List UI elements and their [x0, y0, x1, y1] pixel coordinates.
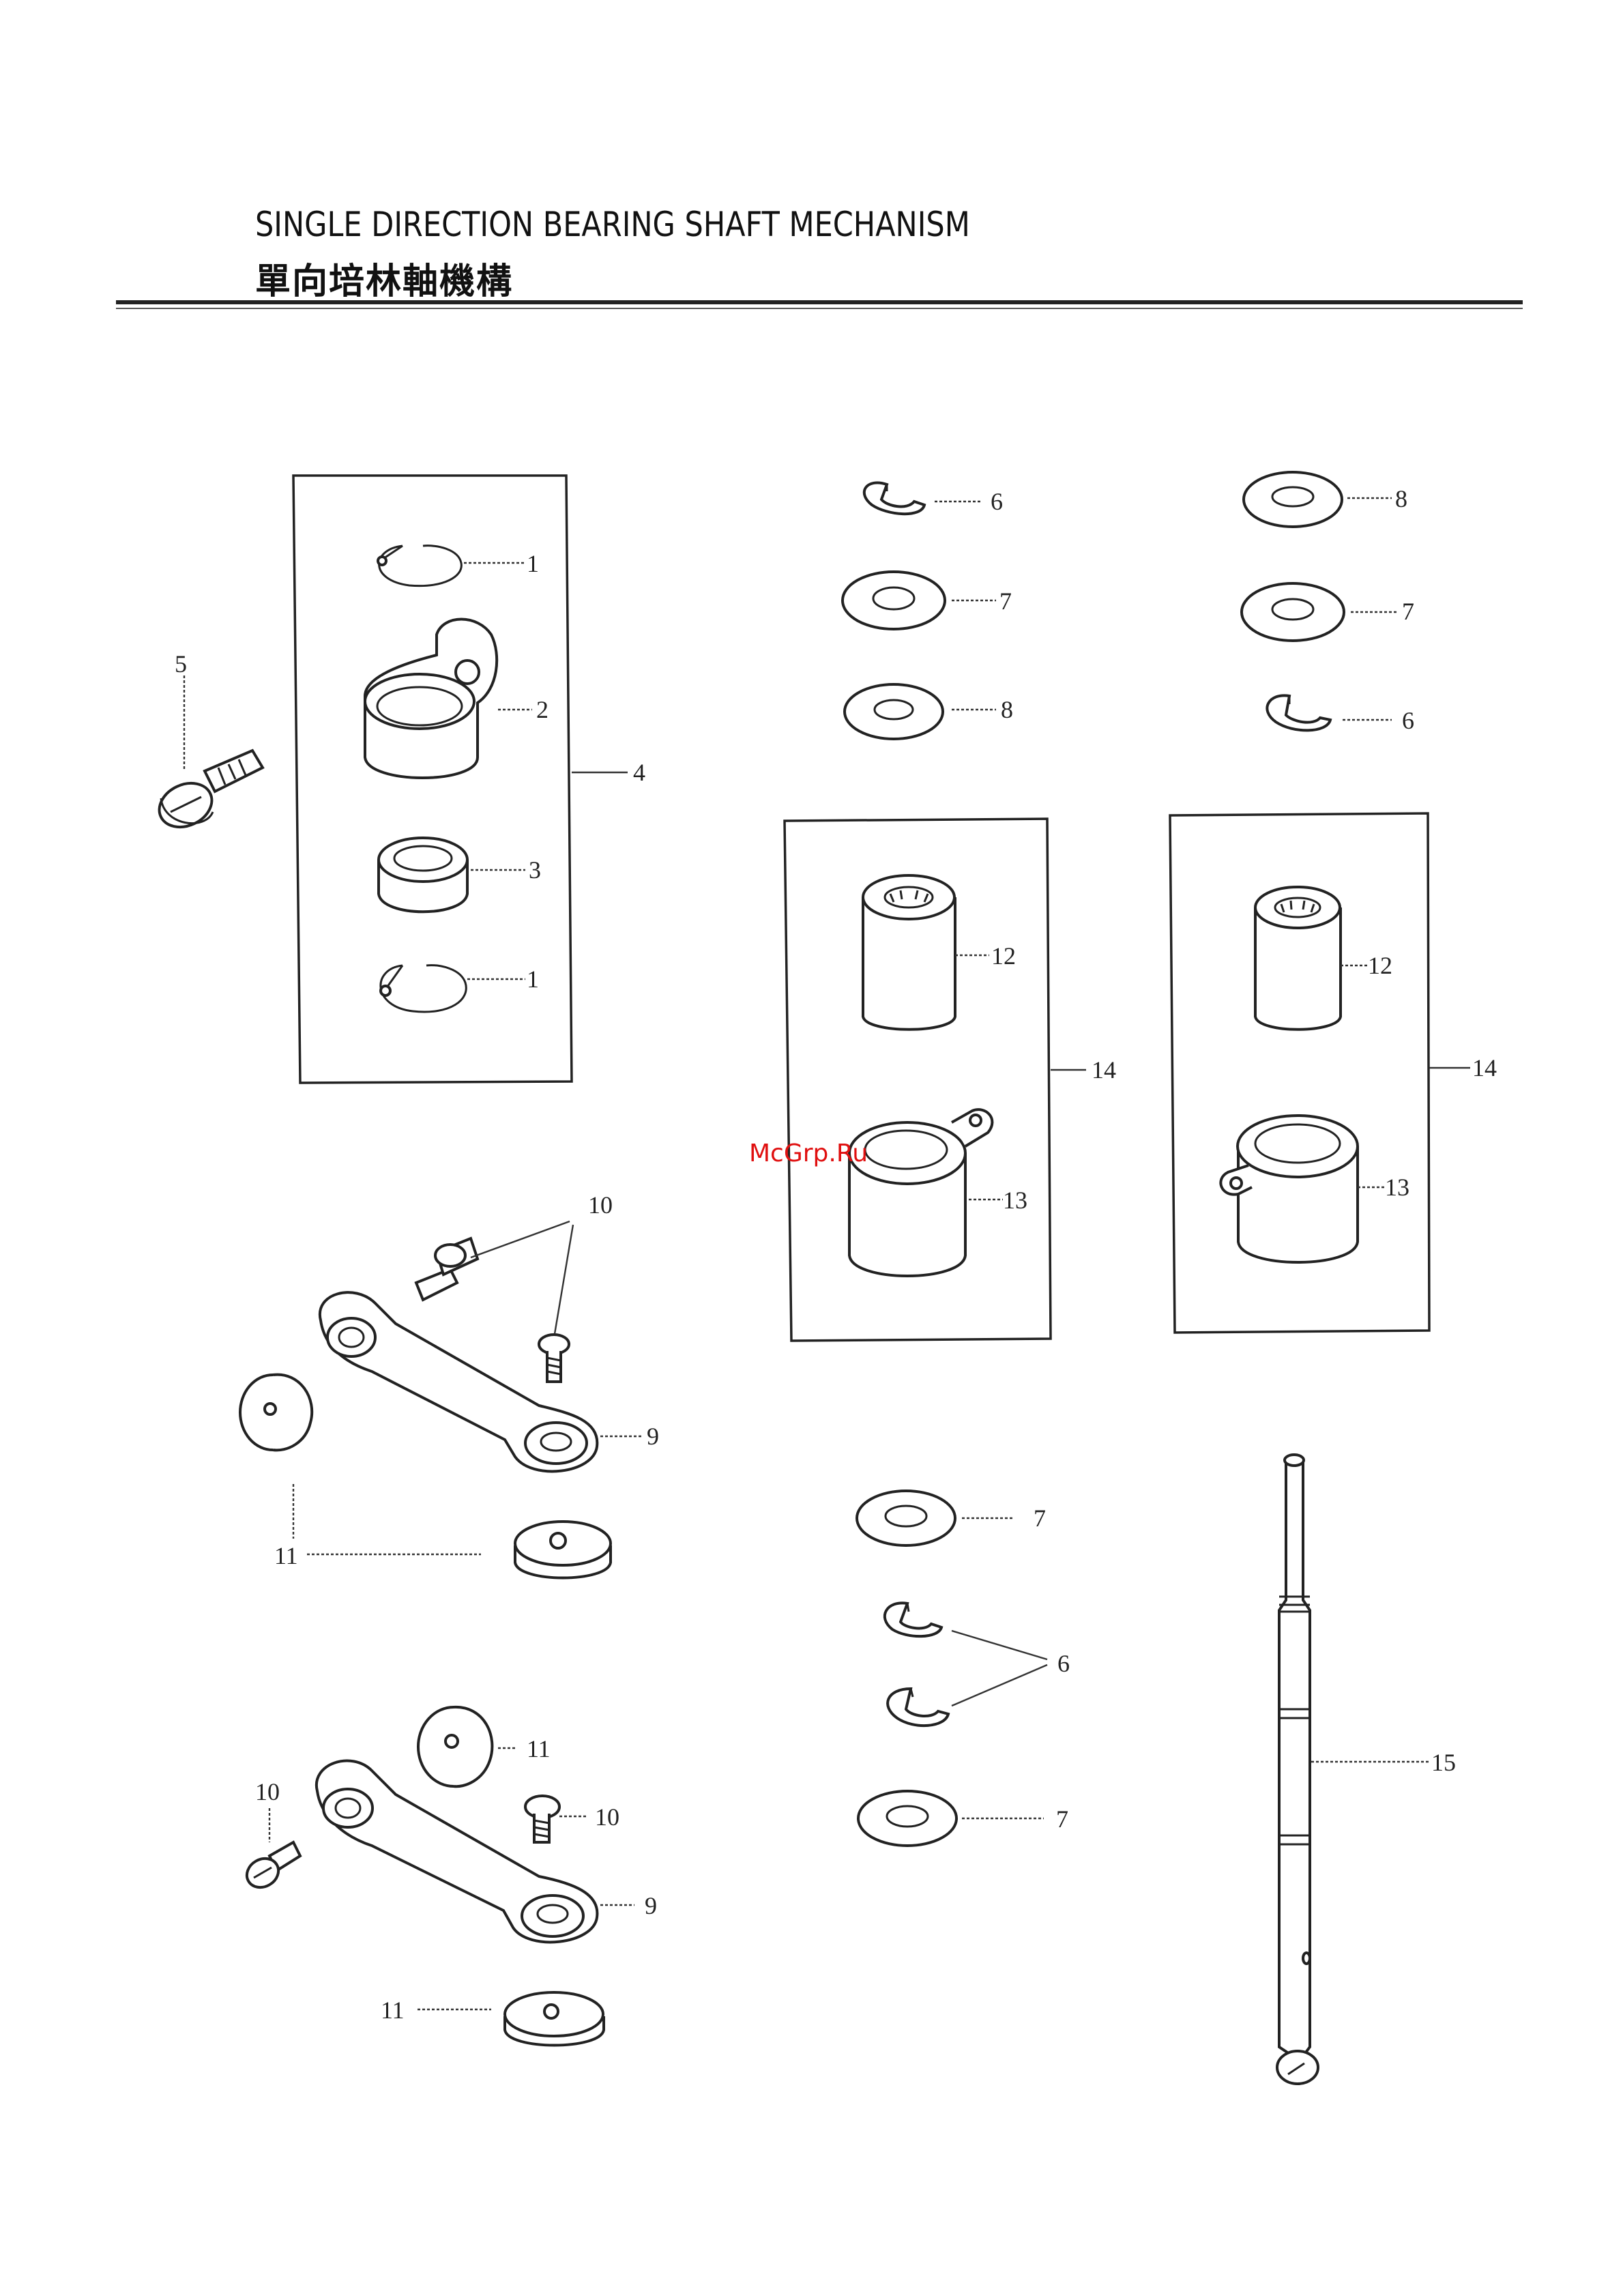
screw-part-10-lower-left: [242, 1842, 300, 1893]
washer-part-8-middle-top: [845, 684, 943, 739]
e-ring-part-6-right-top: [1267, 695, 1330, 730]
housing-part-13-right: [1220, 1116, 1358, 1262]
bearing-housing-part-2: [365, 620, 497, 779]
callout-12-right: 12: [1368, 952, 1392, 979]
e-ring-part-6-middle-top: [864, 482, 924, 514]
callout-5: 5: [175, 650, 187, 678]
callout-6-middle-lower: 6: [1057, 1650, 1070, 1677]
washer-part-11-upper-right: [515, 1522, 611, 1578]
callout-7-right-top: 7: [1402, 598, 1414, 625]
washer-part-8-right-top: [1244, 472, 1342, 527]
callout-13-middle: 13: [1003, 1187, 1027, 1214]
screw-part-10-lower-center: [525, 1796, 559, 1842]
callout-7-middle-lower-top: 7: [1034, 1505, 1046, 1532]
callout-10-lower-center: 10: [595, 1803, 619, 1831]
callout-7-middle-lower-bottom: 7: [1056, 1805, 1068, 1833]
callout-6-right-top: 6: [1402, 707, 1414, 734]
callout-1-bottom: 1: [527, 965, 539, 993]
callout-12-middle: 12: [991, 942, 1016, 970]
callout-10-upper: 10: [588, 1191, 613, 1219]
housing-part-13-middle: [849, 1109, 992, 1276]
bushing-part-12-middle: [863, 875, 955, 1030]
callout-11-lower-top: 11: [527, 1735, 551, 1762]
callout-1-top: 1: [527, 550, 539, 577]
washer-part-7-middle-lower-top: [857, 1491, 955, 1545]
washer-part-11-lower-top: [418, 1707, 492, 1786]
snap-ring-part-1-top: [378, 546, 461, 586]
screw-part-10-upper-center: [539, 1335, 569, 1382]
callout-11-upper: 11: [274, 1542, 298, 1569]
callout-14-middle: 14: [1092, 1056, 1116, 1084]
callout-14-right: 14: [1472, 1054, 1497, 1081]
watermark: McGrp.Ru: [749, 1139, 868, 1167]
callout-7-middle-top: 7: [999, 587, 1012, 615]
screw-part-10-upper-left: [416, 1238, 478, 1300]
callout-2: 2: [536, 696, 549, 723]
bearing-part-3: [379, 838, 467, 912]
callout-6-middle-top: 6: [991, 488, 1003, 515]
screw-part-5: [152, 751, 263, 835]
shaft-part-15: [1277, 1455, 1318, 2084]
callout-11-lower-bottom: 11: [381, 1996, 405, 2024]
callout-8-right-top: 8: [1395, 485, 1407, 512]
callout-10-lower-left: 10: [255, 1778, 280, 1805]
washer-part-7-middle-top: [843, 572, 945, 629]
callout-9-upper: 9: [647, 1423, 659, 1450]
callout-9-lower: 9: [645, 1892, 657, 1919]
washer-part-11-lower-bottom: [505, 1992, 604, 2046]
e-ring-part-6-middle-lower-b: [888, 1689, 948, 1726]
callout-8-middle-top: 8: [1001, 696, 1013, 723]
connecting-link-part-9-lower: [317, 1761, 598, 1943]
washer-part-11-upper-left: [240, 1375, 312, 1451]
callout-4: 4: [633, 759, 645, 786]
callout-3: 3: [529, 856, 541, 884]
bushing-part-12-right: [1255, 887, 1341, 1030]
callout-15: 15: [1431, 1749, 1456, 1776]
snap-ring-part-1-bottom: [381, 965, 466, 1012]
e-ring-part-6-middle-lower-a: [885, 1603, 941, 1636]
callout-13-right: 13: [1385, 1174, 1409, 1201]
washer-part-7-right-top: [1242, 583, 1344, 641]
washer-part-7-middle-lower-bottom: [858, 1791, 956, 1846]
